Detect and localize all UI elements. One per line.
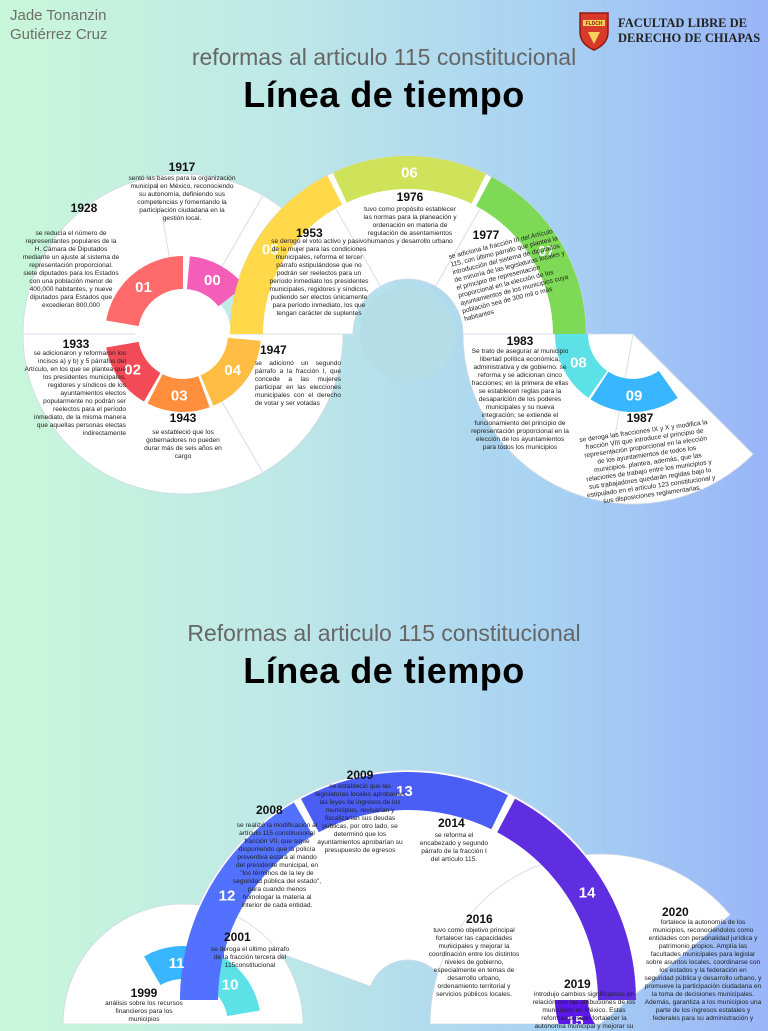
event-year-2019: 2019: [564, 977, 591, 991]
event-text-2008: se realizó la modificación al artículo 1…: [232, 822, 322, 909]
school-name: FACULTAD LIBRE DE DERECHO DE CHIAPAS: [618, 16, 768, 46]
segment-06: [332, 156, 487, 204]
event-text-2020: fortalece la autonomía de los municipios…: [644, 919, 762, 1022]
event-year-1943: 1943: [169, 411, 197, 425]
event-text-2019: introdujo cambios significativos en rela…: [532, 991, 636, 1030]
event-text-1983: Se trato de asegurar al municipio libert…: [471, 348, 569, 451]
segment-number-06: 06: [401, 165, 418, 182]
event-text-2016: tuvo como objetivo principal fortalecer …: [428, 927, 520, 998]
segment-08: [555, 334, 608, 398]
event-year-2001: 2001: [224, 930, 251, 944]
segment-number-15: 15: [567, 1013, 584, 1024]
event-text-1999: análisis sobre los recursos financieros …: [105, 1000, 183, 1023]
segment-number-12: 12: [219, 888, 236, 905]
segment-number-04: 04: [224, 362, 241, 379]
text-panel: [603, 333, 754, 505]
segment-07: [476, 176, 586, 334]
segment-number-05: 05: [262, 242, 279, 259]
event-year-1999: 1999: [130, 986, 158, 1000]
segment-02: [106, 341, 161, 402]
segment-number-09: 09: [626, 387, 643, 404]
section2-subtitle: Reformas al articulo 115 constitucional: [187, 620, 581, 646]
event-text-1947: se adicionó un segundo párrafo a la frac…: [255, 360, 341, 407]
event-text-1928: se reducía el número de representantes p…: [22, 230, 120, 309]
event-year-1983: 1983: [506, 334, 534, 348]
section2-title: Línea de tiempo: [243, 650, 525, 691]
event-year-1976: 1976: [396, 190, 424, 204]
school-name-line-2: DERECHO DE CHIAPAS: [618, 31, 761, 45]
segment-number-13: 13: [396, 783, 413, 800]
event-year-1987: 1987: [626, 411, 654, 425]
school-logo: FLDCH: [579, 12, 609, 51]
event-year-1947: 1947: [260, 343, 287, 357]
event-year-2020: 2020: [662, 905, 689, 919]
event-text-1976: tuvo como propósito establecer las norma…: [363, 206, 457, 245]
segment-05: [230, 175, 343, 334]
event-year-1977: 1977: [472, 228, 500, 242]
segment-01: [106, 256, 183, 327]
event-year-1953: 1953: [296, 226, 323, 240]
event-text-1953: se derogó el voto activo y pasivo de la …: [269, 238, 369, 317]
segment-number-10: 10: [222, 976, 239, 993]
event-text-2001: se deroga el último párrafo de la fracci…: [210, 946, 290, 969]
segment-03: [147, 374, 210, 413]
segment-number-02: 02: [124, 361, 141, 378]
segment-number-01: 01: [135, 279, 152, 296]
segment-number-11: 11: [169, 955, 185, 972]
event-year-2009: 2009: [346, 768, 374, 782]
segment-13: [300, 772, 508, 833]
segment-number-00: 00: [204, 272, 221, 289]
event-text-1933: se adicionaron y reformaron los incisos …: [24, 350, 126, 437]
event-year-1933: 1933: [62, 337, 90, 351]
event-year-1928: 1928: [70, 201, 98, 215]
segment-00: [186, 256, 245, 307]
segment-15: [555, 1000, 595, 1024]
event-text-1943: se estableció que los gobernadores no pu…: [144, 429, 222, 460]
author-name: Jade Tonanzin Gutiérrez Cruz: [10, 7, 108, 43]
segment-12: [180, 802, 313, 1000]
section1-title: Línea de tiempo: [243, 74, 525, 115]
wheel-center: [135, 286, 231, 382]
event-year-2008: 2008: [256, 803, 283, 817]
event-text-2014: se reforma el encabezado y segundo párra…: [419, 832, 489, 863]
school-name-line-1: FACULTAD LIBRE DE: [618, 16, 747, 30]
track-hole: [360, 286, 456, 382]
logo-text: FLDCH: [586, 21, 603, 27]
segment-number-03: 03: [171, 387, 188, 404]
segment-14: [497, 798, 636, 1000]
event-year-1917: 1917: [168, 160, 196, 174]
segment-number-08: 08: [570, 354, 587, 371]
event-year-2014: 2014: [438, 816, 465, 830]
segment-number-07: 07: [538, 243, 555, 260]
event-year-2016: 2016: [466, 912, 493, 926]
event-text-2009: se estableció que las legislaturas local…: [315, 783, 405, 854]
section1-subtitle: reformas al articulo 115 constitucional: [191, 44, 577, 70]
event-text-1917: sentó las bases para la organización mun…: [128, 175, 236, 222]
segment-number-14: 14: [579, 884, 596, 901]
segment-09: [590, 370, 678, 413]
segment-04: [200, 337, 261, 406]
